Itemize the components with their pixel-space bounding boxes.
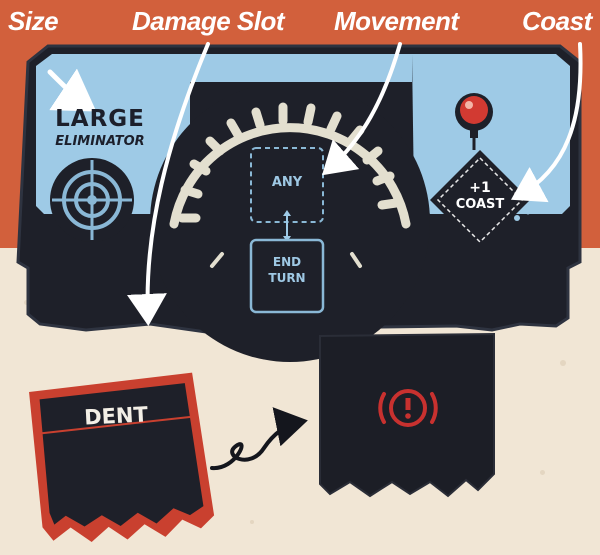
movement-turn-label: TURN [250, 270, 324, 286]
movement-any-label: ANY [250, 175, 324, 190]
center-panel-strip [190, 54, 412, 82]
coast-dot [514, 215, 520, 221]
size-title: LARGE [40, 106, 160, 132]
coast-amount: +1 [430, 180, 530, 196]
movement-end-turn-label: END TURN [250, 254, 324, 286]
target-crosshair-icon [50, 158, 134, 242]
dent-damage-card [28, 372, 215, 546]
movement-end-label: END [250, 254, 324, 270]
coast-label: COAST [430, 197, 530, 212]
insert-card-arrow [212, 422, 300, 468]
size-subtitle: ELIMINATOR [40, 134, 160, 149]
